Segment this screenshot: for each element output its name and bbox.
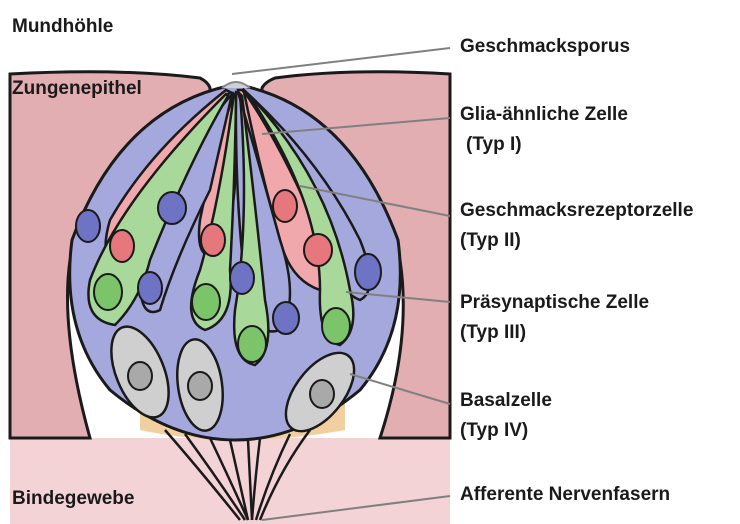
glia-nucleus [230,262,254,294]
label-glia-line2: (Typ I) [466,134,522,157]
praesyn-nucleus [238,326,266,362]
glia-nucleus [355,254,381,290]
label-rezeptor-line2: (Typ II) [460,230,521,253]
label-basal-line1: Basalzelle [460,390,552,413]
rezeptor-nucleus [273,190,297,222]
rezeptor-nucleus [201,224,225,256]
glia-nucleus [76,210,100,242]
praesyn-nucleus [94,274,122,310]
rezeptor-nucleus [304,234,332,266]
basal-nucleus [310,380,334,408]
label-afferent: Afferente Nervenfasern [460,484,670,507]
leader-geschmacksporus [232,48,450,74]
label-mundhoehle: Mundhöhle [12,16,113,39]
label-glia-line1: Glia-ähnliche Zelle [460,104,628,127]
label-praesyn-line1: Präsynaptische Zelle [460,292,649,315]
geschmacksporus-pore [222,82,250,88]
label-praesyn-line2: (Typ III) [460,322,526,345]
glia-nucleus [158,192,186,224]
label-rezeptor-line1: Geschmacksrezeptorzelle [460,200,693,223]
label-geschmacksporus: Geschmacksporus [460,36,630,59]
glia-nucleus [138,272,162,304]
glia-nucleus [273,302,299,334]
label-basal-line2: (Typ IV) [460,420,528,443]
rezeptor-nucleus [110,230,134,262]
basal-nucleus [128,362,152,390]
label-bindegewebe: Bindegewebe [12,488,134,511]
basal-nucleus [188,372,212,400]
praesyn-nucleus [192,284,220,320]
praesyn-nucleus [322,308,350,344]
label-zungenepithel: Zungenepithel [12,78,142,101]
